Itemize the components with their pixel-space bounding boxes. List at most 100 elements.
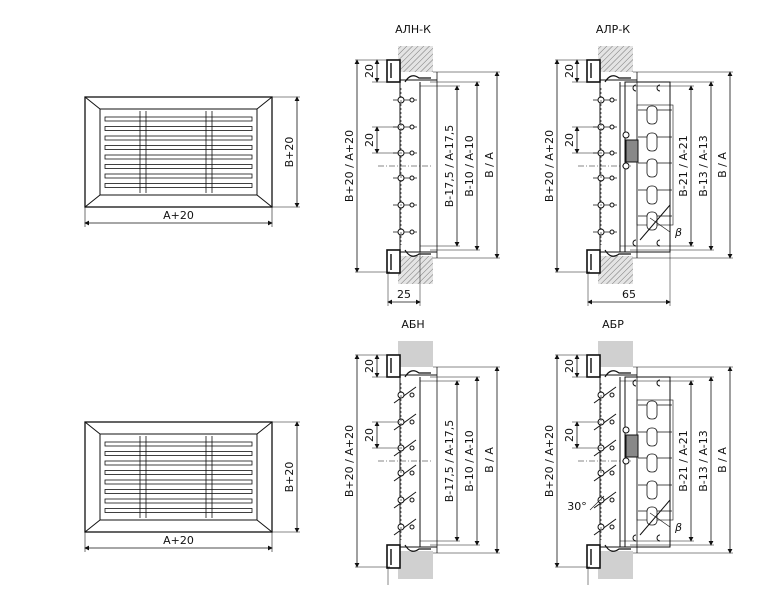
blade-pin: [609, 229, 615, 235]
inner-dimension-1-label: B-17,5 / A-17,5: [443, 420, 456, 502]
angle-beta-label: β: [674, 226, 682, 239]
frame-flange-top: [586, 59, 601, 83]
blade-pin: [609, 470, 615, 476]
inner-dimension-1-label: B-21 / A-21: [677, 135, 690, 196]
blade-line: [393, 518, 417, 536]
blade-pin: [409, 445, 415, 451]
frame-flange-bottom: [386, 544, 401, 569]
wall-top: [598, 46, 633, 72]
blade-pin: [609, 150, 615, 156]
blade: [104, 164, 253, 169]
blade-pin: [409, 150, 415, 156]
overall-dimension-label: B+20 / A+20: [343, 425, 356, 497]
frame-corner: [84, 519, 101, 533]
flange-dimension-label: 20: [563, 64, 576, 78]
flange-dimension-label: 20: [363, 64, 376, 78]
grille-inner-frame: [99, 108, 258, 196]
frame-flange-bottom: [586, 249, 601, 274]
housing-clip: [632, 84, 637, 92]
grille-inner-frame: [99, 433, 258, 521]
inner-dimension-2-label: B-13 / A-13: [697, 135, 710, 196]
section-title: АЛН-К: [395, 23, 431, 36]
wall-top: [598, 341, 633, 367]
blade-angle-label: 30°: [567, 500, 587, 513]
blade-pin: [409, 124, 415, 130]
damper-motor: [625, 434, 639, 458]
front-view-1: B+20A+20: [84, 96, 300, 227]
grille-outer-frame: [84, 421, 273, 533]
height-dimension-label: B+20: [283, 462, 296, 493]
frame-corner: [84, 96, 101, 110]
blade-line: [393, 439, 417, 457]
wall-bottom: [398, 551, 433, 579]
damper-blade-open: [639, 204, 671, 241]
blade-line: [393, 491, 417, 509]
frame-flange-top: [586, 354, 601, 378]
grille-outer-frame: [84, 96, 273, 208]
blade-line: [593, 491, 617, 509]
blade-pin: [609, 175, 615, 181]
outer-dimension-label: B / A: [716, 152, 729, 178]
housing-clip: [632, 379, 637, 387]
clip-bottom: [404, 249, 431, 257]
flange-dimension-label: 20: [563, 359, 576, 373]
overall-dimension-label: B+20 / A+20: [543, 425, 556, 497]
blade-pin: [609, 124, 615, 130]
angle-beta-label: β: [674, 521, 682, 534]
frame-corner: [84, 194, 101, 208]
blade-pin: [409, 392, 415, 398]
wall-bottom: [398, 256, 433, 284]
section-title: АБН: [401, 318, 424, 331]
frame-corner: [256, 194, 273, 208]
damper-link: [646, 158, 658, 178]
damper-motor: [625, 139, 639, 163]
blade: [104, 470, 253, 475]
flange-dimension-label: 20: [363, 359, 376, 373]
damper-link: [646, 211, 658, 231]
blade-pin: [409, 470, 415, 476]
housing-clip: [656, 379, 661, 387]
depth-dimension-label: 65: [622, 288, 636, 301]
blade: [104, 508, 253, 513]
housing-clip: [632, 239, 637, 247]
blade-pin: [609, 202, 615, 208]
blade-pin: [609, 392, 615, 398]
frame-corner: [256, 519, 273, 533]
depth-dimension-label: 25: [397, 288, 411, 301]
clip-top: [604, 370, 631, 378]
wall-top: [398, 46, 433, 72]
housing-clip: [656, 84, 661, 92]
frame-flange-bottom: [586, 544, 601, 569]
frame-corner: [256, 421, 273, 435]
blade-pin: [409, 175, 415, 181]
damper-screw: [622, 457, 630, 465]
blade-pin: [409, 97, 415, 103]
clip-bottom: [604, 544, 631, 552]
width-dimension-label: A+20: [163, 209, 194, 222]
blade-line: [593, 386, 617, 404]
blade-line: [593, 413, 617, 431]
blade-pin: [609, 497, 615, 503]
blade: [104, 126, 253, 131]
section-title: АБР: [602, 318, 624, 331]
wall-bottom: [598, 551, 633, 579]
frame-corner: [256, 96, 273, 110]
blade-pin: [409, 202, 415, 208]
outer-dimension-label: B / A: [483, 152, 496, 178]
blade-line: [593, 464, 617, 482]
inner-dimension-2-label: B-10 / A-10: [463, 430, 476, 491]
housing-clip: [656, 534, 661, 542]
frame-flange-top: [386, 354, 401, 378]
angle-leader: [589, 495, 605, 511]
blade-pin: [609, 524, 615, 530]
blade-line: [393, 464, 417, 482]
frame-corner: [84, 421, 101, 435]
blade: [104, 154, 253, 160]
front-view-2: B+20A+20: [84, 421, 300, 552]
housing-clip: [656, 239, 661, 247]
clip-bottom: [604, 249, 631, 257]
inner-dimension-2-label: B-10 / A-10: [463, 135, 476, 196]
blade: [104, 479, 253, 485]
